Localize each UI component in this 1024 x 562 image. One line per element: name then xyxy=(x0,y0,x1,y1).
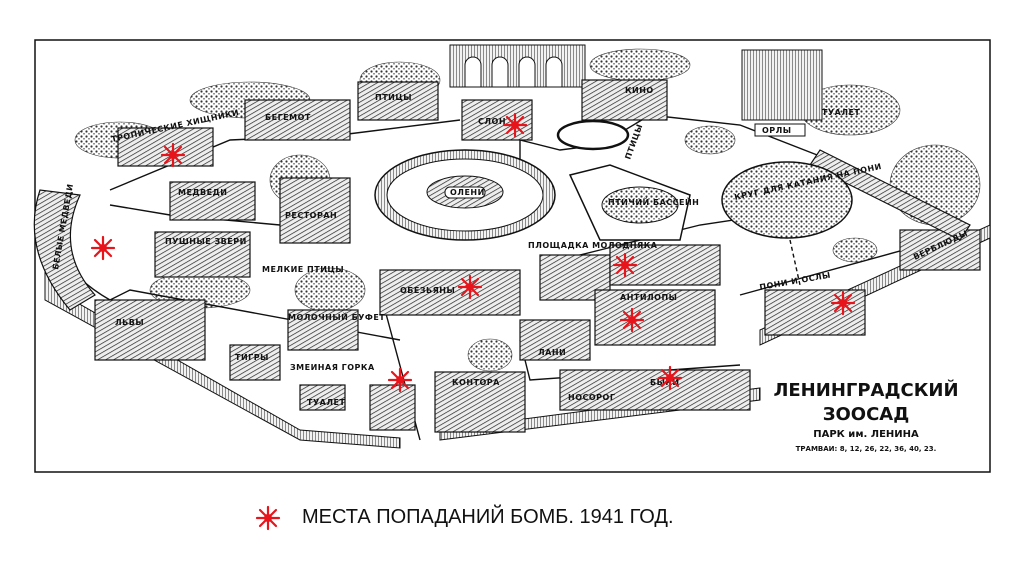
label-toilet-top: ТУАЛЕТ xyxy=(822,108,860,117)
label-office: КОНТОРА xyxy=(452,378,500,387)
map-title-line2: ЗООСАД xyxy=(823,404,910,425)
ring-enclosure xyxy=(556,119,630,151)
label-fur-animals: ПУШНЫЕ ЗВЕРИ xyxy=(165,237,247,246)
bomb-hit-icon xyxy=(90,235,116,261)
map-title: ЛЕНИНГРАДСКИЙ xyxy=(773,379,958,401)
label-young-animals-ground: ПЛОЩАДКА МОЛОДНЯКА xyxy=(528,241,658,250)
label-monkeys: ОБЕЗЬЯНЫ xyxy=(400,286,455,295)
label-lions: ЛЬВЫ xyxy=(115,318,144,327)
label-hippo: БЕГЕМОТ xyxy=(265,113,311,122)
red-star-burst-icon xyxy=(255,505,281,531)
label-bears: МЕДВЕДИ xyxy=(178,188,227,197)
label-fallow-deer: ЛАНИ xyxy=(538,348,566,357)
bomb-hit-icon xyxy=(619,307,645,333)
label-elephant: СЛОН xyxy=(478,117,506,126)
label-deer: ОЛЕНИ xyxy=(450,188,485,197)
label-bird-pool: ПТИЧИЙ БАССЕЙН xyxy=(608,196,699,207)
label-small-birds: МЕЛКИЕ ПТИЦЫ xyxy=(262,265,344,274)
label-cinema: КИНО xyxy=(625,86,654,95)
bomb-hit-icon xyxy=(657,365,683,391)
bomb-hit-icon xyxy=(457,274,483,300)
label-birds-top: ПТИЦЫ xyxy=(375,93,412,102)
map-subtitle: ПАРК им. ЛЕНИНА xyxy=(813,429,919,440)
label-tigers: ТИГРЫ xyxy=(235,353,269,362)
map-title-block: ЛЕНИНГРАДСКИЙ ЗООСАД ПАРК им. ЛЕНИНА ТРА… xyxy=(773,379,958,453)
bomb-hit-icon xyxy=(612,252,638,278)
bomb-hit-icon xyxy=(160,142,186,168)
label-milk-buffet: МОЛОЧНЫЙ БУФЕТ xyxy=(288,311,385,322)
label-rhino: НОСОРОГ xyxy=(568,393,615,402)
bomb-hit-icon xyxy=(502,112,528,138)
label-eagles: ОРЛЫ xyxy=(762,126,792,135)
label-antelopes: АНТИЛОПЫ xyxy=(620,293,677,302)
label-snake-hill: ЗМЕИНАЯ ГОРКА xyxy=(290,363,375,372)
bomb-hit-icon xyxy=(387,367,413,393)
label-toilet-bottom: ТУАЛЕТ xyxy=(307,398,345,407)
pony-ring xyxy=(721,161,853,239)
label-restaurant: РЕСТОРАН xyxy=(285,211,337,220)
tram-routes: ТРАМВАИ: 8, 12, 26, 22, 36, 40, 23. xyxy=(796,445,937,453)
legend-text: МЕСТА ПОПАДАНИЙ БОМБ. 1941 ГОД. xyxy=(302,506,674,528)
bomb-hit-icon xyxy=(830,290,856,316)
